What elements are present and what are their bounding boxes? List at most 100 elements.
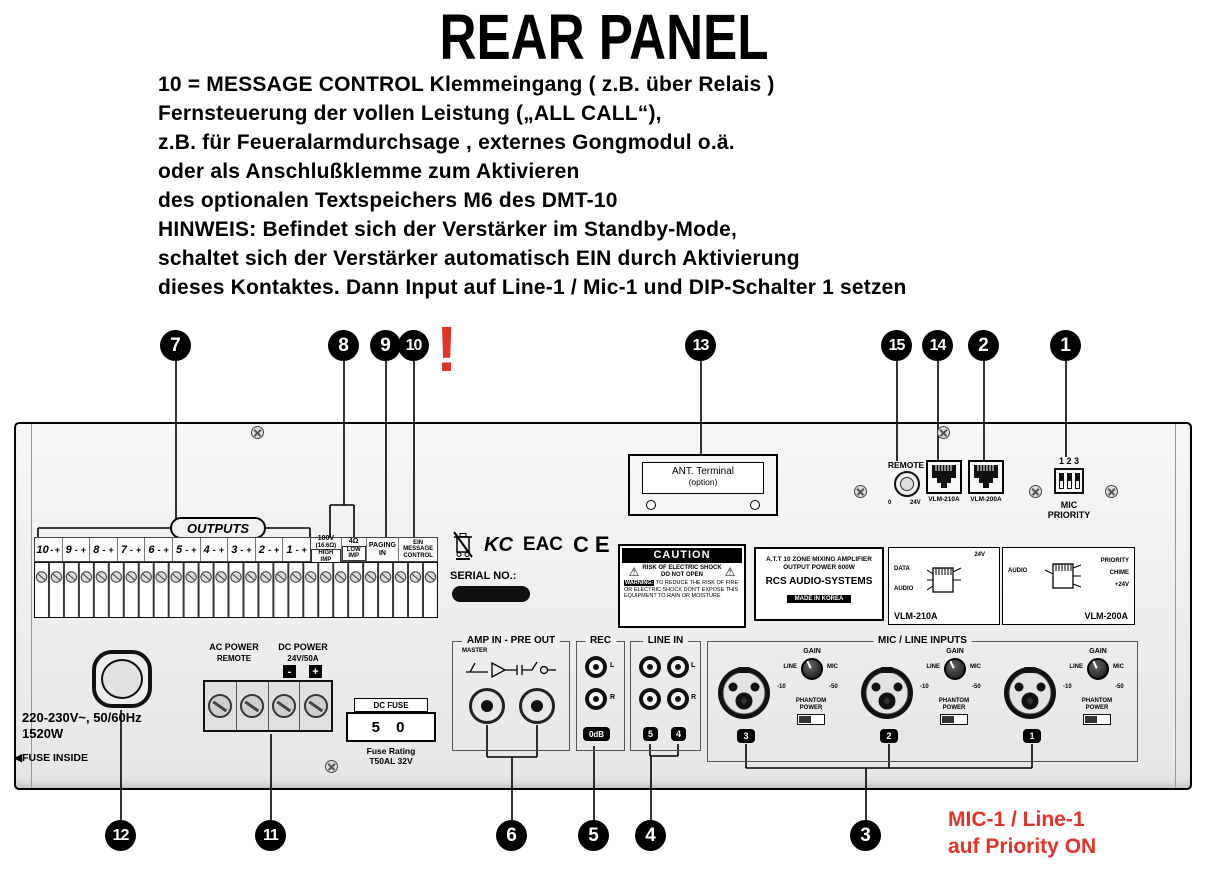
line-in-4-badge: 4 — [671, 727, 686, 741]
message-text: MESSAGE — [403, 546, 434, 553]
screw-icon — [854, 485, 867, 498]
gain-max-mark: -50 — [1115, 684, 1124, 690]
polarity-minus: - — [267, 544, 271, 555]
callout-3: 3 — [850, 820, 881, 851]
phantom-text: PHANTOM — [795, 698, 827, 704]
polarity-plus: + — [163, 544, 169, 555]
vlm200-priority-label: PRIORITY — [1100, 558, 1129, 564]
vlm210-audio-label: AUDIO — [894, 586, 914, 592]
made-in-korea-label: MADE IN KOREA — [786, 595, 852, 603]
paging-text: PAGING — [368, 542, 396, 549]
brand-name: RCS AUDIO-SYSTEMS — [765, 576, 873, 587]
fuse-rating-line1: Fuse Rating — [366, 746, 416, 756]
risk-line-1: RISK OF ELECTRIC SHOCK — [642, 565, 722, 571]
high-imp-text: HIGH IMP — [311, 549, 341, 564]
page-title: REAR PANEL — [439, 1, 769, 73]
dc-fuse-label: DC FUSE — [354, 698, 428, 712]
dip-switch — [1054, 468, 1084, 494]
fuse-holder: 5 0 — [346, 712, 436, 742]
phantom-power-switch — [1083, 714, 1111, 725]
vlm200-name: VLM-200A — [1084, 611, 1128, 621]
remote-pin-0: 0 — [888, 500, 892, 506]
terminal-screw-icon — [208, 694, 233, 718]
phantom-text: PHANTOM — [938, 698, 970, 704]
master-label: MASTER — [462, 648, 488, 654]
low-imp-label: 4Ω LOW IMP — [341, 538, 367, 561]
callout-13: 13 — [685, 330, 716, 361]
mic-channel-group-1: GAIN LINE MIC -10 -50 PHANTOM POWER 1 — [999, 646, 1139, 760]
remote-label: REMOTE — [887, 460, 925, 470]
spec-line-2: OUTPUT POWER 600W — [783, 564, 855, 571]
phantom-power-label: PHANTOM POWER — [787, 698, 835, 711]
callout-14: 14 — [922, 330, 953, 361]
mic-priority-label: MIC PRIORITY — [1038, 500, 1100, 520]
rca-jack-line5-l — [639, 656, 661, 678]
callout-6: 6 — [496, 820, 527, 851]
polarity-plus: + — [274, 544, 280, 555]
caution-header: CAUTION — [622, 548, 742, 563]
fuse-rating-line2: T50AL 32V — [369, 756, 413, 766]
screw-icon — [251, 426, 264, 439]
rec-r-label: R — [610, 694, 616, 701]
priority-note-line1: MIC-1 / Line-1 — [948, 808, 1085, 831]
terminal-number: 1 — [286, 543, 293, 556]
note-line-1: 10 = MESSAGE CONTROL Klemmeingang ( z.B.… — [158, 73, 775, 96]
xlr-combo-jack-icon — [1004, 667, 1056, 719]
rca-jack-rec-r — [585, 688, 607, 710]
line-mark: LINE — [783, 664, 797, 670]
weee-bin-icon — [453, 531, 473, 560]
polarity-plus: + — [218, 544, 225, 555]
amp-in-pre-out-section: AMP IN - PRE OUT — [452, 635, 570, 751]
polarity-minus: - — [157, 544, 161, 555]
line-mark: LINE — [1069, 664, 1083, 670]
output-terminal-cell: 5-+ — [173, 538, 201, 561]
polarity-minus: - — [50, 544, 54, 555]
callout-10: 10 — [398, 330, 429, 361]
ac-power-text: AC POWER — [209, 642, 259, 652]
output-terminal-cell: 6-+ — [145, 538, 173, 561]
mic-mark: MIC — [970, 664, 981, 670]
terminal-number: 9 — [65, 543, 72, 556]
note-line-7: schaltet sich der Verstärker automatisch… — [158, 247, 800, 270]
ant-terminal-box: ANT. Terminal (option) — [628, 454, 778, 516]
rj45-label-left: VLM-210A — [928, 496, 960, 503]
dc-minus-mark: - — [283, 665, 296, 678]
caution-risk-row: ⚠ RISK OF ELECTRIC SHOCK DO NOT OPEN ⚠ — [620, 565, 744, 578]
ein-text: EIN — [413, 539, 424, 546]
ant-option-label: (option) — [688, 477, 718, 487]
screw-icon — [1029, 485, 1042, 498]
gain-label: GAIN — [946, 648, 964, 655]
terminal-number: 5 — [176, 543, 183, 556]
dip-slot — [1066, 473, 1072, 489]
ant-mount-hole — [750, 500, 760, 510]
ac-remote-text: REMOTE — [216, 654, 252, 663]
line-in-l-label: L — [691, 662, 696, 669]
line-in-r-label: R — [691, 694, 697, 701]
terminal-cell — [237, 682, 269, 730]
power-text: POWER — [1085, 704, 1109, 711]
warning-body: TO REDUCE THE RISK OF FIRE OR ELECTRIC S… — [624, 580, 739, 599]
output-terminal-cell: 10-+ — [35, 538, 63, 561]
spec-box: A.T.T 10 ZONE MIXING AMPLIFIER OUTPUT PO… — [754, 547, 884, 621]
terminal-number: 7 — [120, 543, 127, 556]
polarity-plus: + — [191, 544, 197, 555]
paging-in-label: PAGING IN — [367, 538, 400, 561]
callout-1: 1 — [1050, 330, 1081, 361]
low-imp-text: LOW IMP — [341, 545, 366, 561]
control-text: CONTROL — [403, 552, 433, 559]
mic-text: MIC — [1060, 500, 1078, 510]
terminal-number: 2 — [258, 543, 265, 556]
polarity-minus: - — [74, 544, 78, 555]
ant-terminal-label: ANT. Terminal — [671, 466, 735, 477]
vlm210-24v-label: 24V — [974, 552, 985, 558]
message-control-label: EIN MESSAGE CONTROL — [399, 538, 437, 561]
fuse-inside-label: ◀FUSE INSIDE — [14, 752, 89, 764]
note-line-3: z.B. für Feueralarmdurchsage , externes … — [158, 131, 735, 154]
screw-icon — [937, 426, 950, 439]
polarity-plus: + — [136, 544, 142, 555]
amp-section-header: AMP IN - PRE OUT — [461, 635, 561, 646]
kc-mark: KC — [484, 533, 513, 556]
dc-rating-text: 24V/50A — [287, 654, 319, 663]
output-terminal-cell: 2-+ — [256, 538, 284, 561]
166ohm-label: (16.6Ω) — [315, 542, 337, 549]
